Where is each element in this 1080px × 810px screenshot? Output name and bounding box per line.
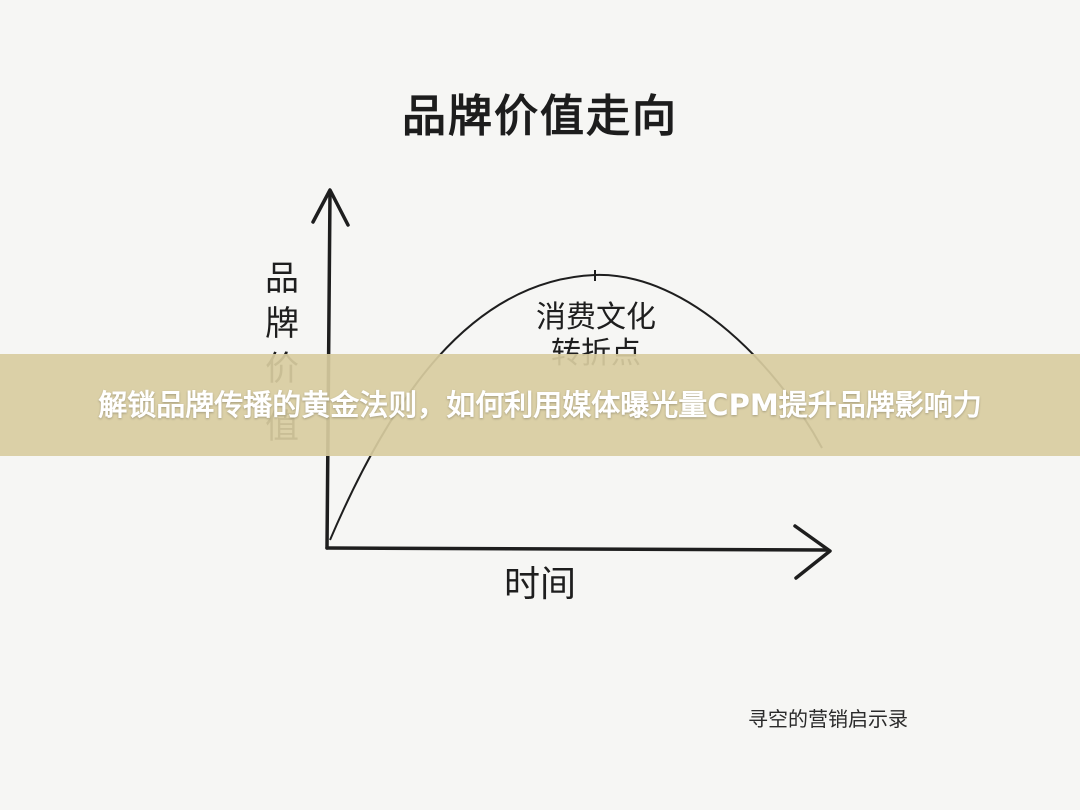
diagram-title: 品牌价值走向 — [402, 91, 678, 142]
author-credit: 寻空的营销启示录 — [748, 707, 908, 731]
y-axis-label-char-2: 牌 — [265, 304, 299, 344]
headline-banner: 解锁品牌传播的黄金法则，如何利用媒体曝光量CPM提升品牌影响力 — [0, 354, 1080, 456]
x-axis-line — [325, 546, 828, 552]
headline-text: 解锁品牌传播的黄金法则，如何利用媒体曝光量CPM提升品牌影响力 — [98, 388, 982, 422]
x-axis-label: 时间 — [504, 564, 576, 605]
y-axis-arrowhead — [311, 188, 350, 227]
peak-annotation-line1: 消费文化 — [536, 300, 656, 335]
y-axis-label-char-1: 品 — [265, 259, 299, 299]
x-axis-arrowhead — [793, 524, 832, 580]
